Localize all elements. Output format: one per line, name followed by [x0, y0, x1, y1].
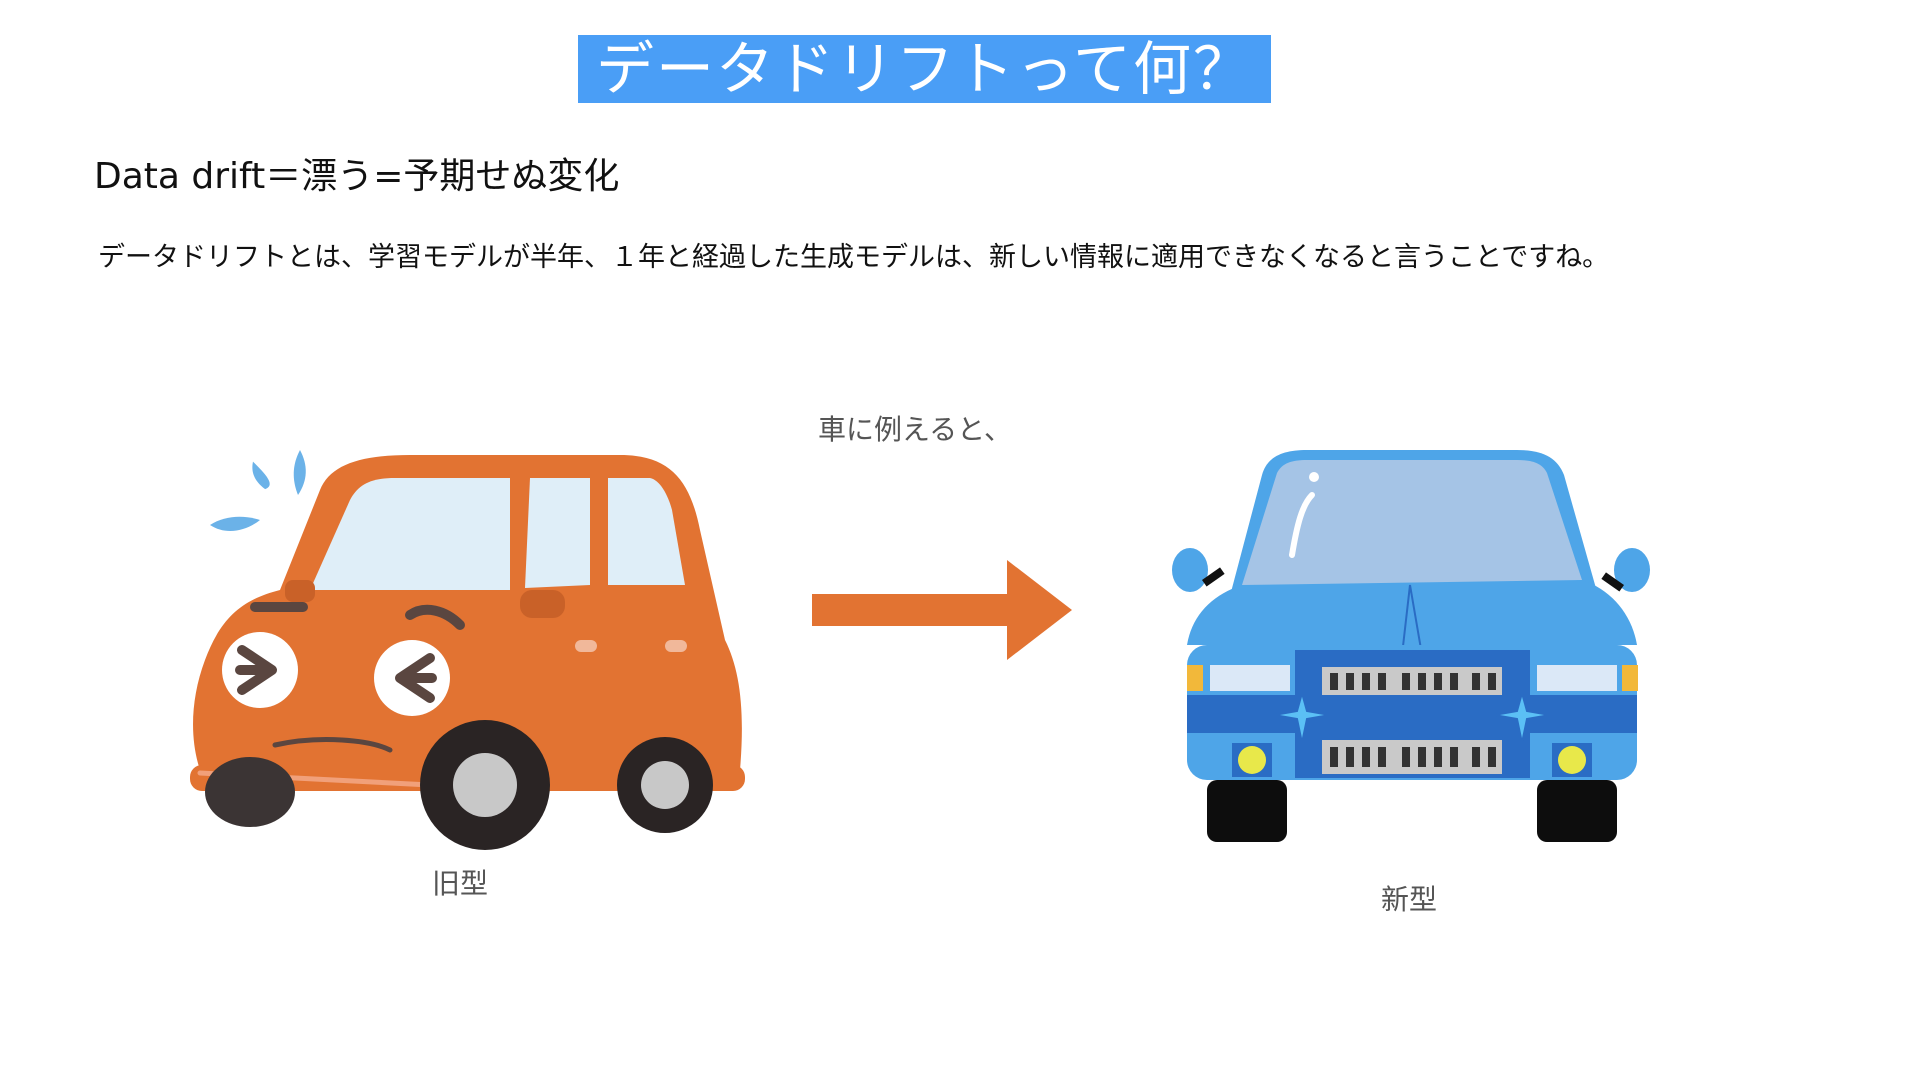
sweat-drop-icon	[252, 461, 270, 490]
arrow-right-icon	[812, 560, 1072, 660]
slide-subtitle: Data drift＝漂う=予期せぬ変化	[94, 156, 620, 197]
metaphor-caption: 車に例えると、	[818, 413, 1013, 446]
sweat-drop-icon	[293, 450, 306, 495]
old-model-label: 旧型	[432, 867, 489, 900]
new-model-label: 新型	[1381, 883, 1438, 916]
star-emblem-icon	[1273, 689, 1331, 744]
slide-title: データドリフトって何？	[578, 35, 1271, 103]
star-emblem-icon	[1493, 689, 1551, 744]
sweat-drop-icon	[210, 516, 260, 532]
old-car-illustration	[190, 450, 745, 850]
slide-description: データドリフトとは、学習モデルが半年、１年と経過した生成モデルは、新しい情報に適…	[98, 242, 1610, 273]
new-car-illustration	[1172, 450, 1650, 842]
